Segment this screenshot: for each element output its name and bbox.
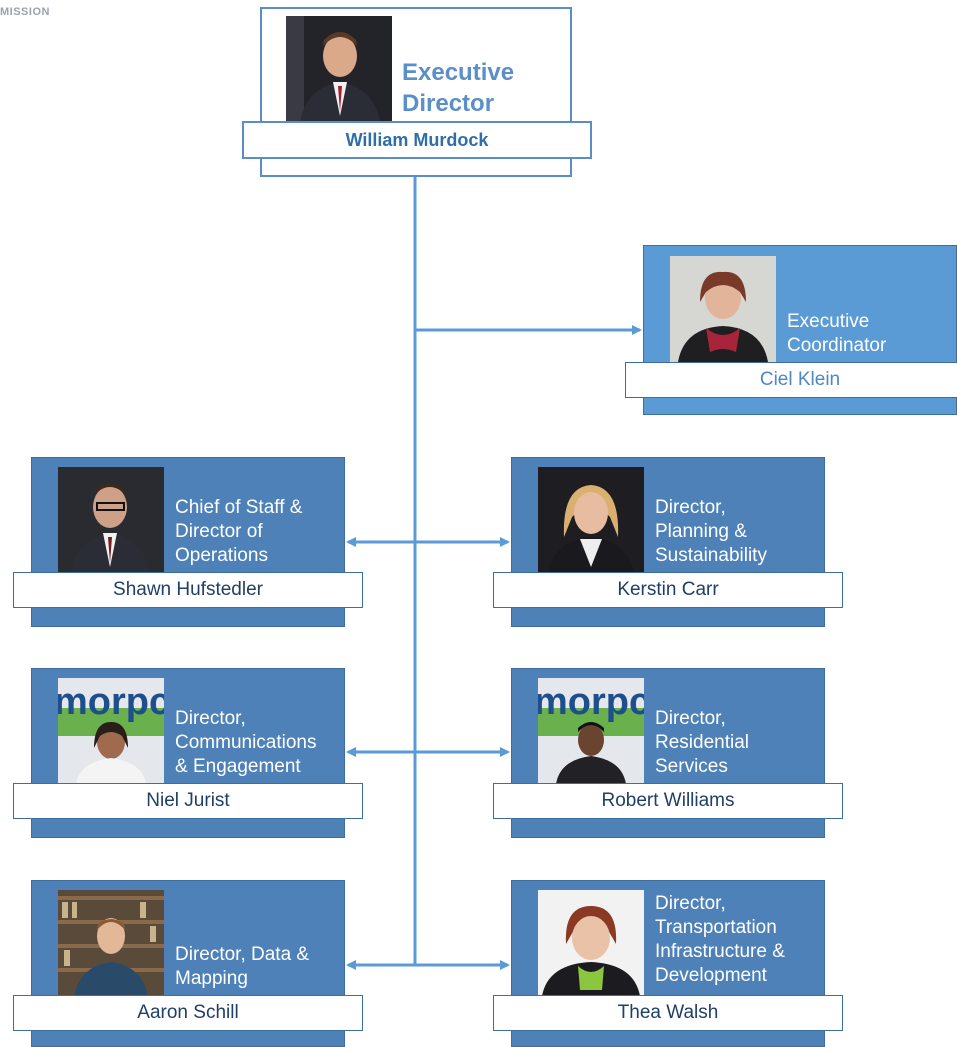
photo-logo-text: morpc — [538, 681, 644, 723]
director-title: Director, Data & Mapping — [175, 943, 360, 991]
director-name: Aaron Schill — [13, 995, 363, 1031]
director-name: Thea Walsh — [493, 995, 843, 1031]
title-line: Director, — [655, 708, 726, 729]
director-card: Director, Transportation Infrastructure … — [493, 880, 843, 1047]
director-name: Niel Jurist — [13, 783, 363, 819]
title-line: Director, — [655, 893, 726, 914]
director-photo: morpc — [538, 678, 644, 784]
director-photo: morpc — [58, 678, 164, 784]
title-line: Chief of Staff & — [175, 497, 303, 518]
director-photo — [58, 467, 164, 573]
title-line: Residential — [655, 732, 749, 753]
title-line: Mapping — [175, 968, 248, 989]
photo-logo-text: morpc — [58, 681, 164, 723]
executive-director-card: Executive Director William Murdock — [242, 7, 592, 177]
title-line: Services — [655, 756, 728, 777]
executive-director-title: Executive Director — [402, 59, 515, 117]
title-line: Sustainability — [655, 545, 767, 566]
executive-coordinator-photo — [670, 256, 776, 362]
director-card: morpc Director, Residential Services Rob… — [493, 668, 843, 838]
title-line: Coordinator — [787, 335, 887, 356]
director-title: Director, Transportation Infrastructure … — [655, 892, 840, 988]
title-line: & Engagement — [175, 756, 301, 777]
executive-coordinator-name: Ciel Klein — [625, 362, 957, 398]
org-label: MISSION — [0, 6, 50, 18]
director-photo — [538, 890, 644, 996]
director-title: Director, Communications & Engagement — [175, 707, 360, 779]
director-photo — [538, 467, 644, 573]
title-line: Planning & — [655, 521, 747, 542]
title-line: Director, Data & — [175, 944, 310, 965]
title-line: Operations — [175, 545, 268, 566]
title-line: Director, — [655, 497, 726, 518]
director-card: Director, Planning & Sustainability Kers… — [493, 457, 843, 627]
director-card: Chief of Staff & Director of Operations … — [13, 457, 363, 627]
director-title: Chief of Staff & Director of Operations — [175, 496, 360, 568]
title-line: Infrastructure & — [655, 941, 785, 962]
director-photo — [58, 890, 164, 996]
director-title: Director, Planning & Sustainability — [655, 496, 840, 568]
executive-coordinator-title: Executive Coordinator — [787, 310, 947, 358]
executive-director-name: William Murdock — [242, 121, 592, 159]
title-line: Director of — [175, 521, 263, 542]
executive-coordinator-card: Executive Coordinator Ciel Klein — [625, 245, 957, 415]
director-card: morpc Director, Communications & Engagem… — [13, 668, 363, 838]
title-line: Executive — [787, 311, 870, 332]
director-name: Robert Williams — [493, 783, 843, 819]
director-name: Shawn Hufstedler — [13, 572, 363, 608]
title-line: Director, — [175, 708, 246, 729]
executive-director-photo — [286, 16, 392, 122]
title-line: Development — [655, 965, 767, 986]
director-card: Director, Data & Mapping Aaron Schill — [13, 880, 363, 1047]
title-line: Transportation — [655, 917, 777, 938]
director-title: Director, Residential Services — [655, 707, 840, 779]
title-line: Communications — [175, 732, 317, 753]
director-name: Kerstin Carr — [493, 572, 843, 608]
